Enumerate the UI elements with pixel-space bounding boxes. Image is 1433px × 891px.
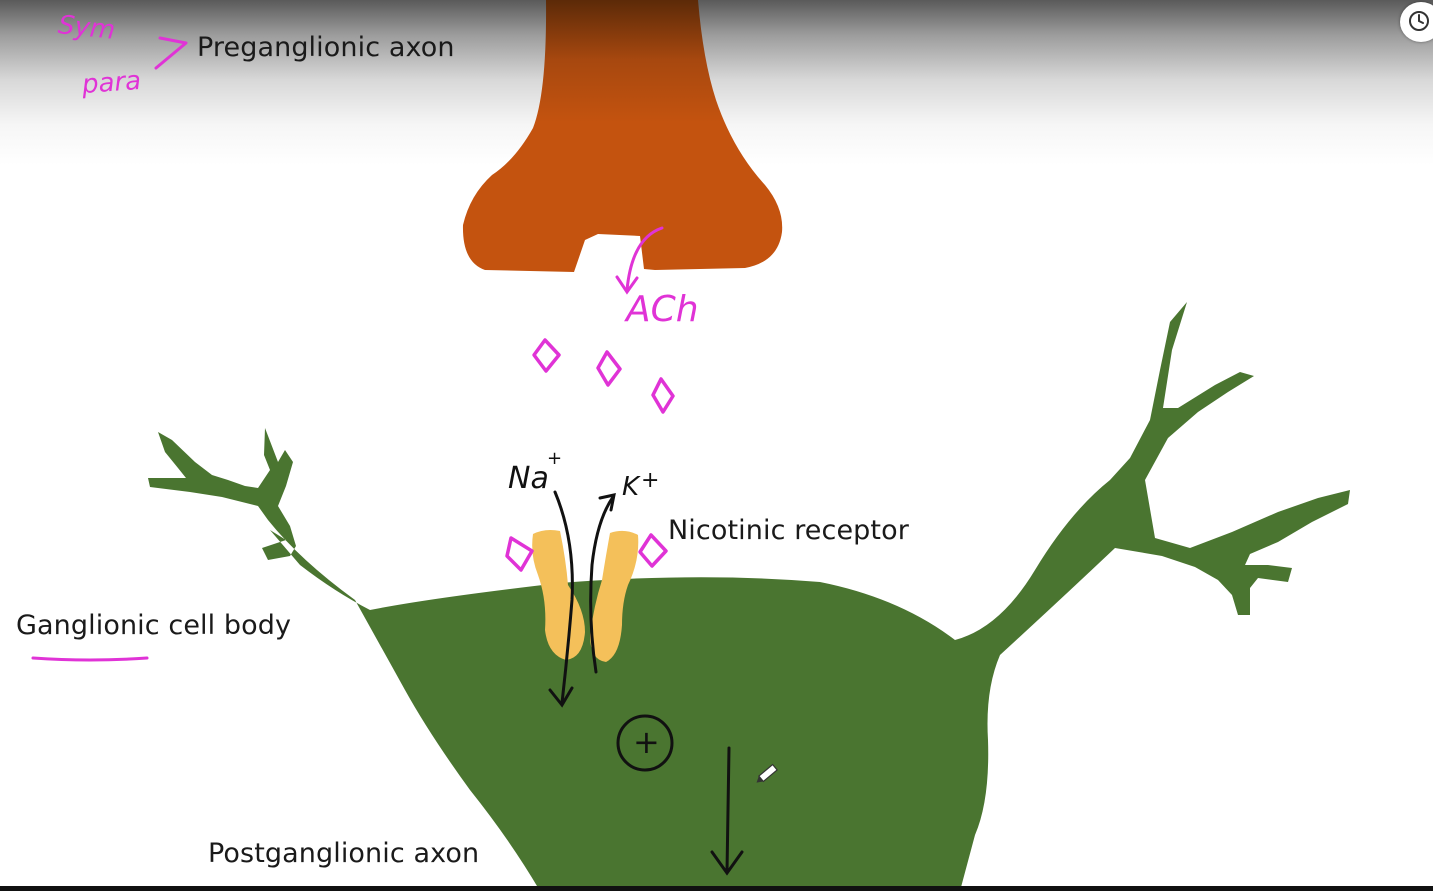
nicotinic-receptor-right-subunit	[590, 530, 639, 662]
para-annotation: para	[81, 65, 143, 101]
ach-molecule-icon	[505, 536, 534, 572]
ach-molecule-icon	[596, 350, 622, 387]
ganglionic-cell-body-label: Ganglionic cell body	[16, 610, 292, 641]
na-charge-label: +	[547, 448, 563, 469]
preganglionic-axon-label: Preganglionic axon	[197, 32, 455, 63]
cell-body-underline	[31, 656, 149, 662]
k-ion-label: K	[622, 472, 640, 502]
k-efflux-arrow	[589, 493, 616, 674]
k-charge-label: +	[641, 468, 660, 493]
clock-icon	[1409, 11, 1429, 31]
positive-charge-label: +	[633, 723, 660, 761]
ach-release-arrow	[615, 226, 664, 295]
signal-propagation-arrow	[710, 746, 744, 876]
na-ion-label: Na	[508, 461, 549, 496]
sym-para-bracket	[154, 36, 188, 70]
ach-molecule-icon	[638, 533, 668, 568]
postganglionic-axon-label: Postganglionic axon	[208, 838, 480, 869]
depolarization-circle	[616, 714, 674, 772]
pencil-cursor-icon	[756, 763, 778, 783]
ach-molecule-icon	[651, 377, 675, 414]
watch-later-button[interactable]	[1400, 2, 1433, 42]
nicotinic-receptor-label: Nicotinic receptor	[668, 515, 909, 546]
ach-annotation: ACh	[626, 289, 699, 330]
sym-annotation: Sym	[56, 10, 117, 46]
preganglionic-axon-terminal	[462, 0, 783, 272]
nicotinic-receptor-left-subunit	[532, 530, 585, 660]
ganglionic-cell-body	[148, 302, 1350, 891]
na-influx-arrow	[548, 490, 574, 708]
ach-molecule-icon	[532, 338, 561, 373]
